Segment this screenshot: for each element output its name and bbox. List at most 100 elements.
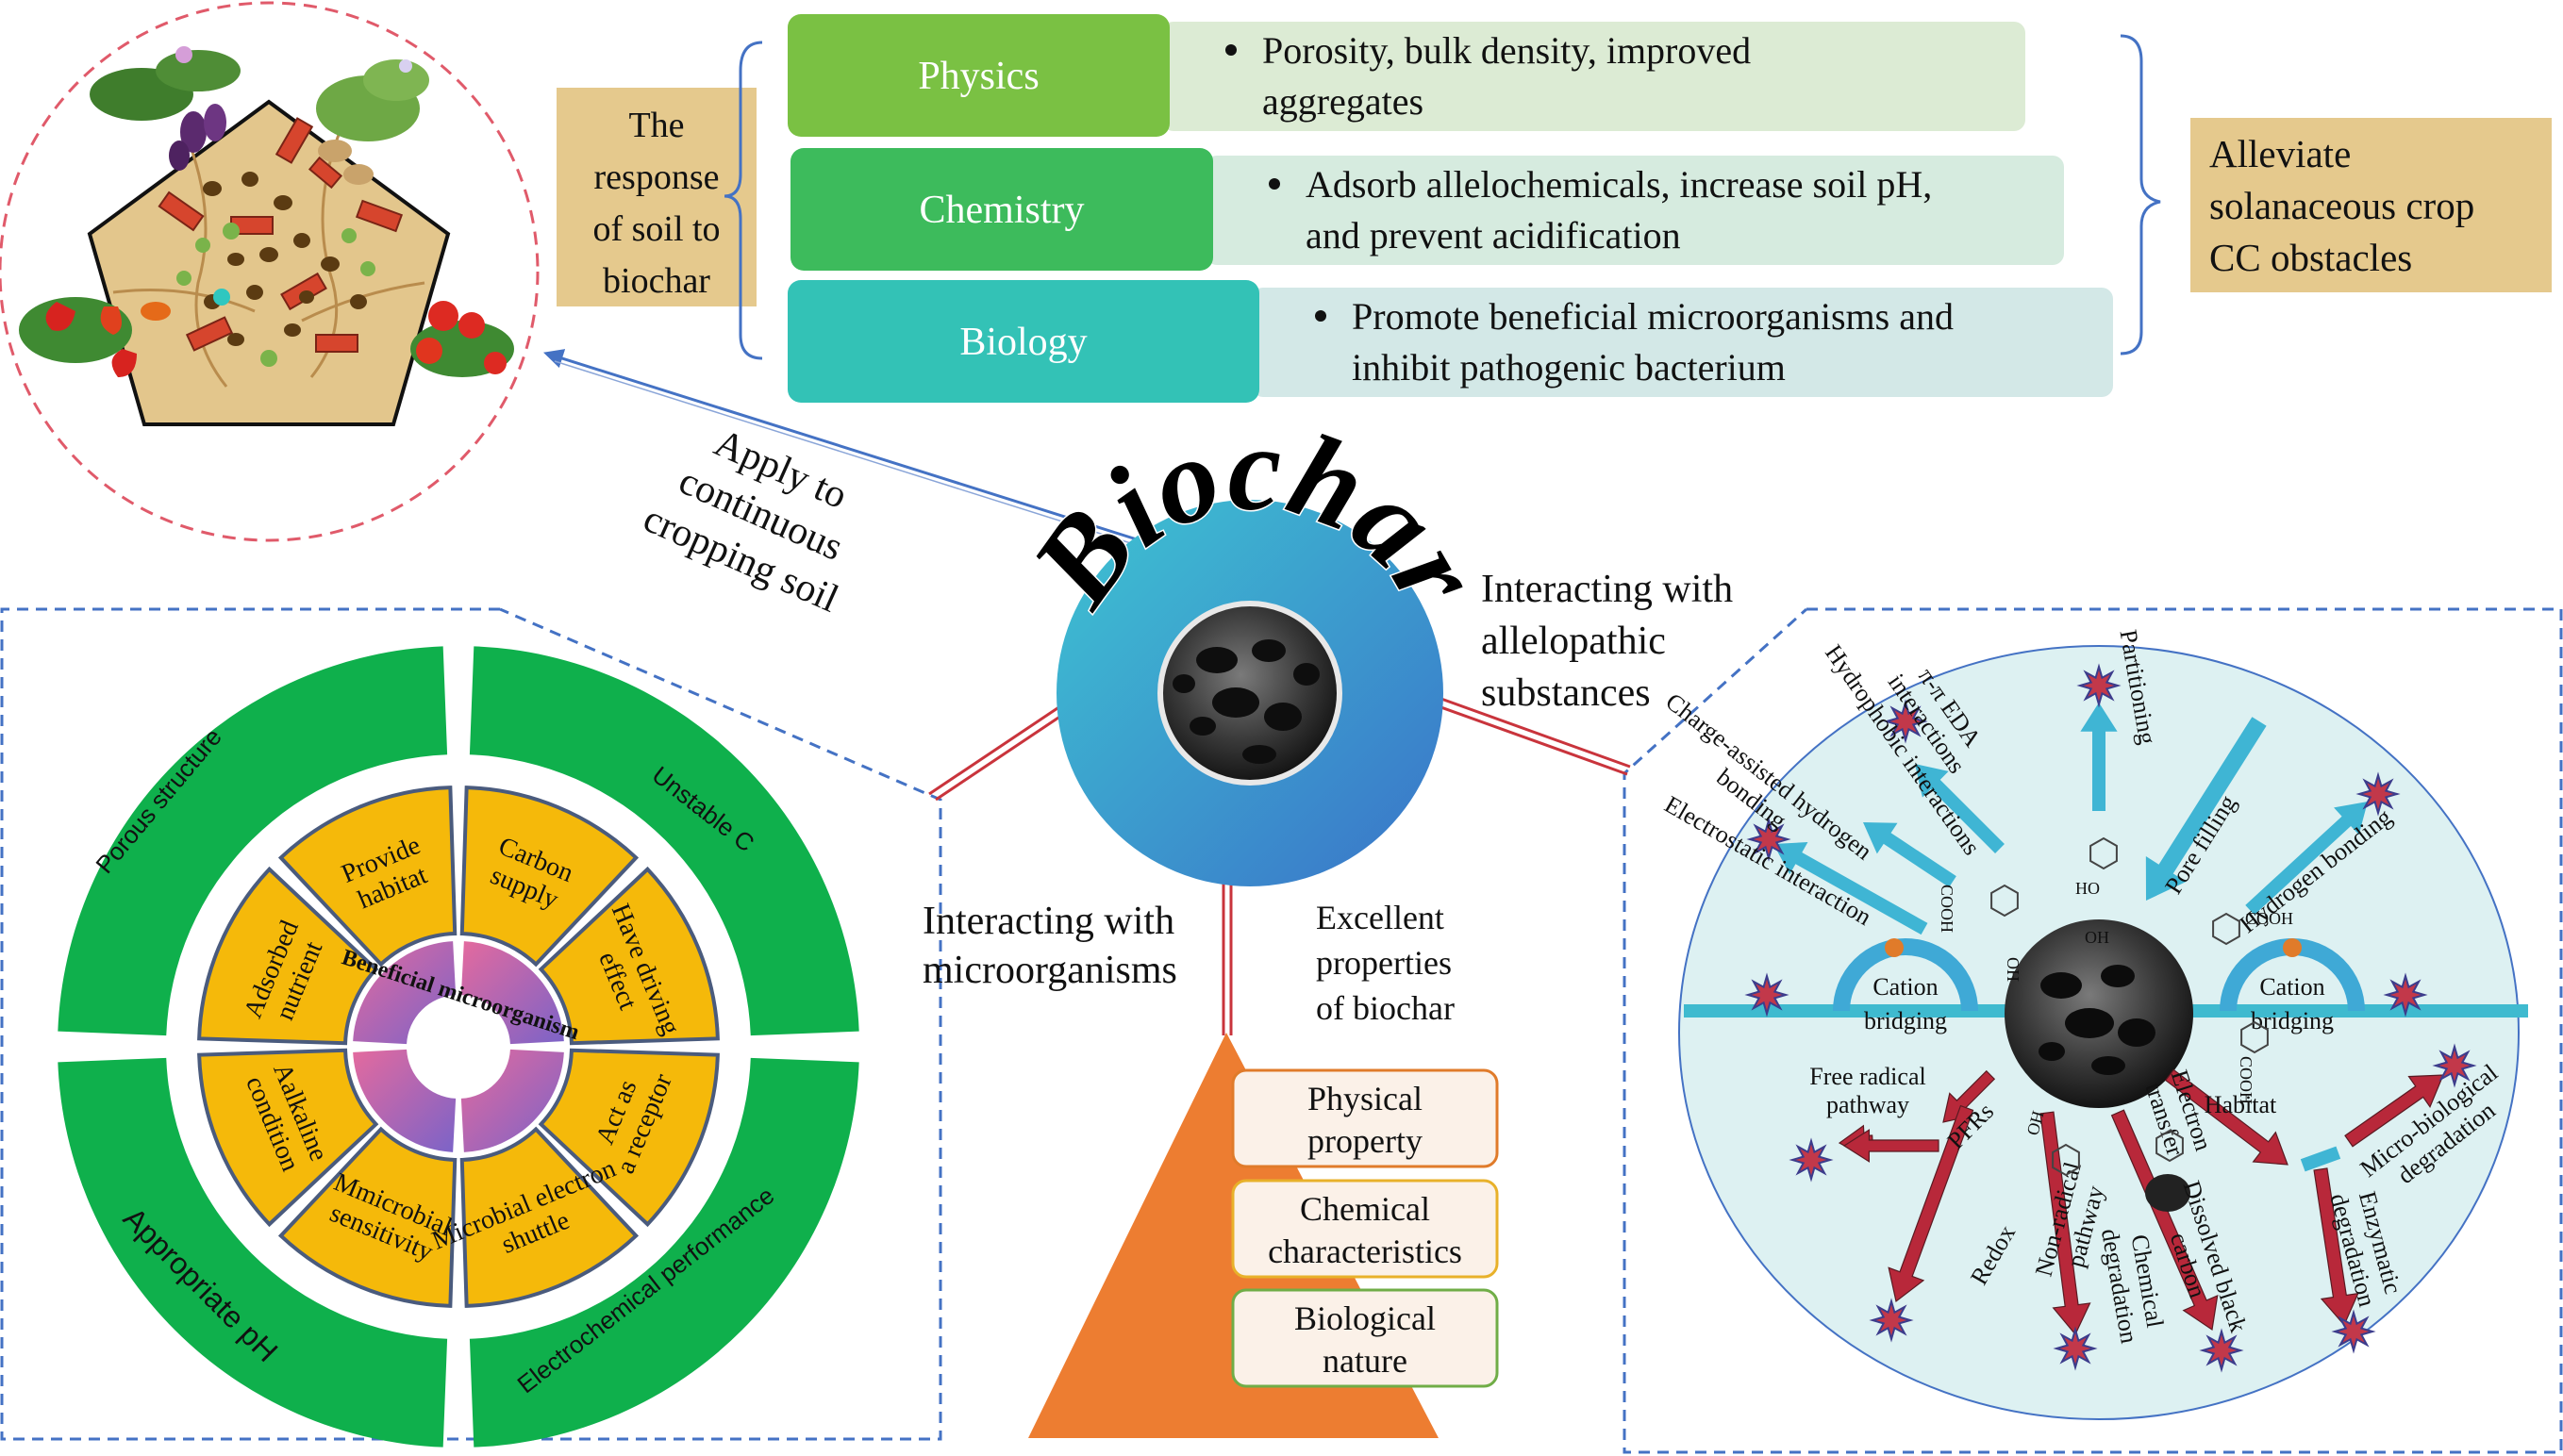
pollutant-star-icon <box>1789 1137 1834 1183</box>
mechanism-arrow <box>1915 764 2005 853</box>
pollutant-star-icon <box>1869 1298 1914 1343</box>
center-ring-segment <box>460 941 564 1045</box>
mechanism-arrow <box>2080 703 2118 811</box>
mechanism-arrow <box>1863 822 1956 887</box>
mechanism-arrow <box>2245 802 2368 916</box>
mechanism-arrow <box>2164 1068 2288 1166</box>
benzene-ring-icon <box>2155 1129 2184 1163</box>
left-brace <box>724 41 763 360</box>
inner-segment <box>277 786 458 968</box>
potato-plant-icon <box>316 59 429 185</box>
tomato-plant-icon <box>410 301 514 377</box>
pepper-plant-icon <box>19 297 171 377</box>
mechanism-arrow <box>2344 1074 2444 1148</box>
outer-segment <box>469 646 859 1036</box>
inner-segment <box>538 866 720 1046</box>
benzene-ring-icon <box>2240 1020 2269 1054</box>
mechanism-arrow <box>2110 1109 2219 1332</box>
pollutant-star-icon <box>2355 771 2401 817</box>
category-name: Chemistry <box>920 189 1085 232</box>
category-name: Physics <box>918 55 1039 98</box>
benzene-ring-icon <box>2089 836 2118 870</box>
category-row-biology: Biology Promote beneficial microorganisms… <box>788 280 2113 403</box>
center-ring-segment <box>353 1049 457 1152</box>
soil-illustration <box>0 1 540 542</box>
eggplant-plant-icon <box>90 46 241 171</box>
black-carbon-icon <box>2145 1174 2190 1212</box>
mechanism-arrow <box>1773 842 1928 935</box>
apply-label: Apply tocontinuouscropping soil <box>637 407 884 621</box>
functional-group-label: COOH <box>1938 885 1956 933</box>
pollutant-star-icon <box>1746 817 1791 862</box>
inner-segment <box>277 1126 458 1308</box>
center-ring-segment <box>353 941 457 1045</box>
center-ring-segment <box>460 1049 564 1152</box>
lower-mechanism-label: Chemicaldegradation <box>2096 1222 2171 1346</box>
benzene-ring-icon <box>1990 884 2019 918</box>
cation-bridge-arc <box>1833 938 1978 1012</box>
outer-segment <box>58 646 448 1036</box>
functional-group-label: HO <box>2075 879 2100 898</box>
category-row-chemistry: Chemistry Adsorb allelochemicals, increas… <box>791 148 2064 271</box>
outer-segment <box>469 1057 859 1448</box>
inner-segment <box>197 866 379 1046</box>
functional-group-label: OH <box>2004 957 2022 982</box>
functional-group-label: OH <box>2085 928 2109 947</box>
adsorption-site-icon <box>1885 938 1904 957</box>
inner-segment <box>459 786 640 968</box>
pollutant-star-icon <box>2076 663 2122 708</box>
category-description: Adsorb allelochemicals, increase soil pH… <box>1306 163 1932 256</box>
inner-segment <box>197 1048 379 1228</box>
functional-group-label: COOH <box>2237 1056 2255 1104</box>
lower-mechanism-label: Habitat <box>2205 1091 2277 1118</box>
benzene-ring-icon <box>2212 912 2240 946</box>
enzyme-icon <box>2300 1146 2341 1172</box>
mechanism-arrow <box>1888 1104 1974 1303</box>
mechanism-arrow <box>1842 1129 1939 1163</box>
pollutant-star-icon <box>2053 1326 2098 1371</box>
mechanism-arrow <box>2145 717 2267 901</box>
outer-segment <box>58 1057 448 1448</box>
inner-segment <box>459 1126 640 1308</box>
pollutant-star-icon <box>1744 972 1789 1018</box>
pollutant-star-icon <box>2383 972 2428 1018</box>
pollutant-star-icon <box>2331 1309 2376 1354</box>
adsorption-site-icon <box>2283 938 2302 957</box>
inner-segment <box>538 1048 720 1228</box>
pollutant-star-icon <box>2199 1328 2244 1373</box>
benzene-ring-icon <box>2052 1143 2080 1177</box>
pollutant-star-icon <box>1883 699 1928 744</box>
microbe-panel-border <box>0 607 942 1441</box>
functional-group-label: COOH <box>2245 909 2293 928</box>
biochar-center: Biochar <box>1004 400 1508 886</box>
right-brace <box>2120 34 2161 356</box>
mechanism-arrow <box>2313 1167 2359 1327</box>
allelopathy-panel-border <box>1623 607 2563 1454</box>
pollutant-star-icon <box>2432 1043 2477 1088</box>
category-name: Biology <box>959 321 1087 364</box>
